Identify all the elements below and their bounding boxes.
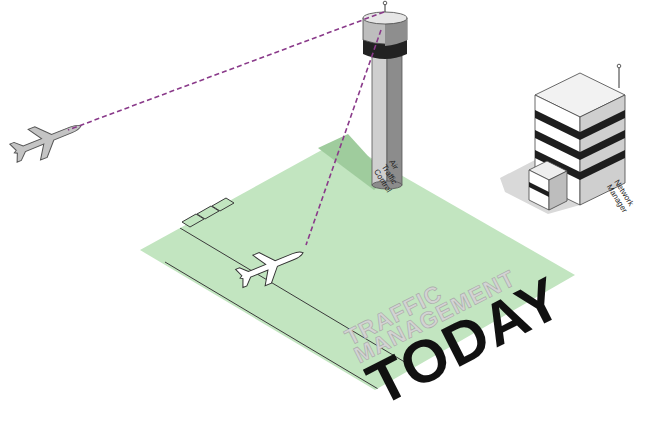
network-manager-node: Network Manager (525, 60, 635, 220)
control-tower-node: Air Traffic Control (355, 0, 415, 190)
radio-link (68, 12, 384, 130)
node-label: Network Manager (605, 178, 646, 228)
radio-link (306, 30, 381, 245)
control-tower (355, 0, 415, 190)
flying-airplane (7, 111, 87, 169)
runway-threshold (182, 198, 234, 227)
ground-airplane (233, 237, 309, 293)
